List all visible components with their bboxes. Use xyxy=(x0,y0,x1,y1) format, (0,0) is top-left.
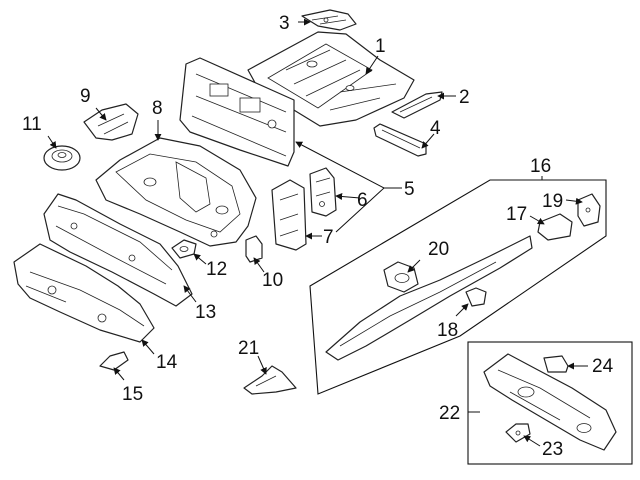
part-5-rear-panel[interactable] xyxy=(179,57,295,167)
callout-24: 24 xyxy=(592,356,614,377)
part-13-crossmember[interactable] xyxy=(43,193,193,307)
part-7-reinforcement[interactable] xyxy=(271,179,307,251)
callout-20: 20 xyxy=(428,239,449,260)
callout-13: 13 xyxy=(195,302,216,323)
callout-23: 23 xyxy=(542,439,563,460)
part-6-bracket[interactable] xyxy=(309,167,337,217)
part-9-bracket[interactable] xyxy=(83,103,139,141)
callout-2: 2 xyxy=(459,87,470,108)
callout-6: 6 xyxy=(357,190,368,211)
part-12-plug[interactable] xyxy=(171,239,197,259)
callout-18: 18 xyxy=(437,320,458,341)
part-24-bracket[interactable] xyxy=(543,355,569,373)
part-8-center-floor[interactable] xyxy=(95,137,257,247)
leader-lines xyxy=(47,18,588,447)
part-23-clip[interactable] xyxy=(505,423,531,443)
callout-16: 16 xyxy=(530,156,551,177)
callout-7: 7 xyxy=(323,227,334,248)
part-10-bracket[interactable] xyxy=(245,235,263,263)
frame-16 xyxy=(309,179,607,395)
callout-1: 1 xyxy=(375,36,386,57)
callout-17: 17 xyxy=(506,204,527,225)
part-21-bracket[interactable] xyxy=(243,365,297,395)
callout-9: 9 xyxy=(80,86,91,107)
part-22-rear-rail[interactable] xyxy=(483,353,617,451)
callout-12: 12 xyxy=(206,259,227,280)
part-15-clip[interactable] xyxy=(99,351,129,371)
part-19-plate[interactable] xyxy=(577,193,601,227)
part-18-bracket[interactable] xyxy=(465,287,487,307)
callout-3: 3 xyxy=(279,13,290,34)
part-14-panel[interactable] xyxy=(13,243,155,343)
callout-11: 11 xyxy=(22,114,42,135)
part-17-bracket[interactable] xyxy=(537,213,573,241)
callout-5: 5 xyxy=(404,179,415,200)
callout-14: 14 xyxy=(156,352,178,373)
callout-8: 8 xyxy=(152,98,163,119)
part-3-bracket[interactable] xyxy=(301,9,357,31)
part-11-cap[interactable] xyxy=(43,145,81,171)
callout-19: 19 xyxy=(542,191,563,212)
callout-21: 21 xyxy=(238,338,259,359)
callout-10: 10 xyxy=(262,270,283,291)
frame-22 xyxy=(467,341,633,465)
part-4-crossmember[interactable] xyxy=(373,123,427,157)
callout-15: 15 xyxy=(122,384,143,405)
callout-labels: 1 2 3 4 5 6 7 8 9 10 11 12 13 14 15 16 1… xyxy=(22,13,614,460)
callout-4: 4 xyxy=(430,118,441,139)
callout-22: 22 xyxy=(439,403,460,424)
